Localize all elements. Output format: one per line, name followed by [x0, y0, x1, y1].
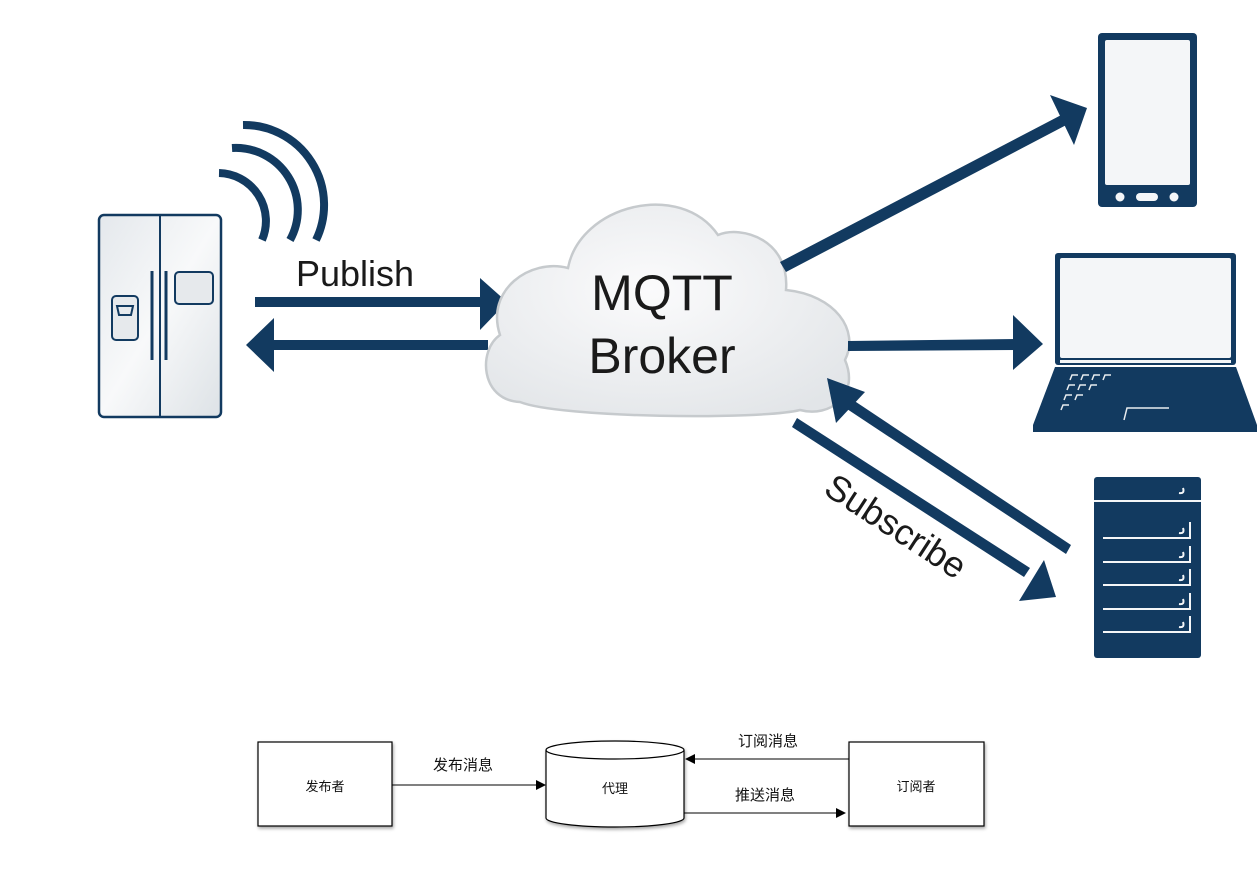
smartphone-icon	[1098, 33, 1197, 207]
arrow-to-phone	[780, 95, 1087, 272]
laptop-icon	[1033, 253, 1257, 432]
water-dispenser	[111, 295, 139, 341]
signal-arc-large	[242, 120, 329, 242]
subscriber-box-label: 订阅者	[896, 780, 935, 795]
signal-arc-small	[218, 169, 270, 242]
broker-cylinder	[545, 740, 685, 828]
broker-cylinder-label: 代理	[602, 782, 628, 797]
publisher-box	[257, 741, 393, 827]
broker-label-line2: Broker	[588, 328, 735, 384]
publisher-box-label: 发布者	[305, 779, 344, 795]
arrow-to-laptop	[848, 315, 1043, 370]
push-arrow	[792, 418, 1056, 601]
subscribe-arrow	[827, 378, 1071, 554]
publish-label: Publish	[296, 253, 414, 294]
bottom-diagram: 发布者 代理 订阅者 发布消息 订阅消息 推送消息	[257, 732, 985, 828]
subscriber-box	[848, 741, 985, 827]
subscribe-message-label: 订阅消息	[738, 732, 798, 750]
refrigerator-icon	[97, 213, 223, 419]
return-arrow	[246, 318, 488, 372]
signal-arc-medium	[231, 143, 302, 242]
cloud-icon	[484, 203, 851, 418]
server-icon	[1094, 477, 1201, 658]
broker-label-line1: MQTT	[591, 265, 733, 321]
fridge-display	[174, 271, 214, 305]
wifi-signal-icon	[218, 120, 329, 242]
push-message-label: 推送消息	[735, 786, 795, 804]
publish-message-label: 发布消息	[433, 756, 493, 774]
publish-arrow	[255, 278, 507, 330]
